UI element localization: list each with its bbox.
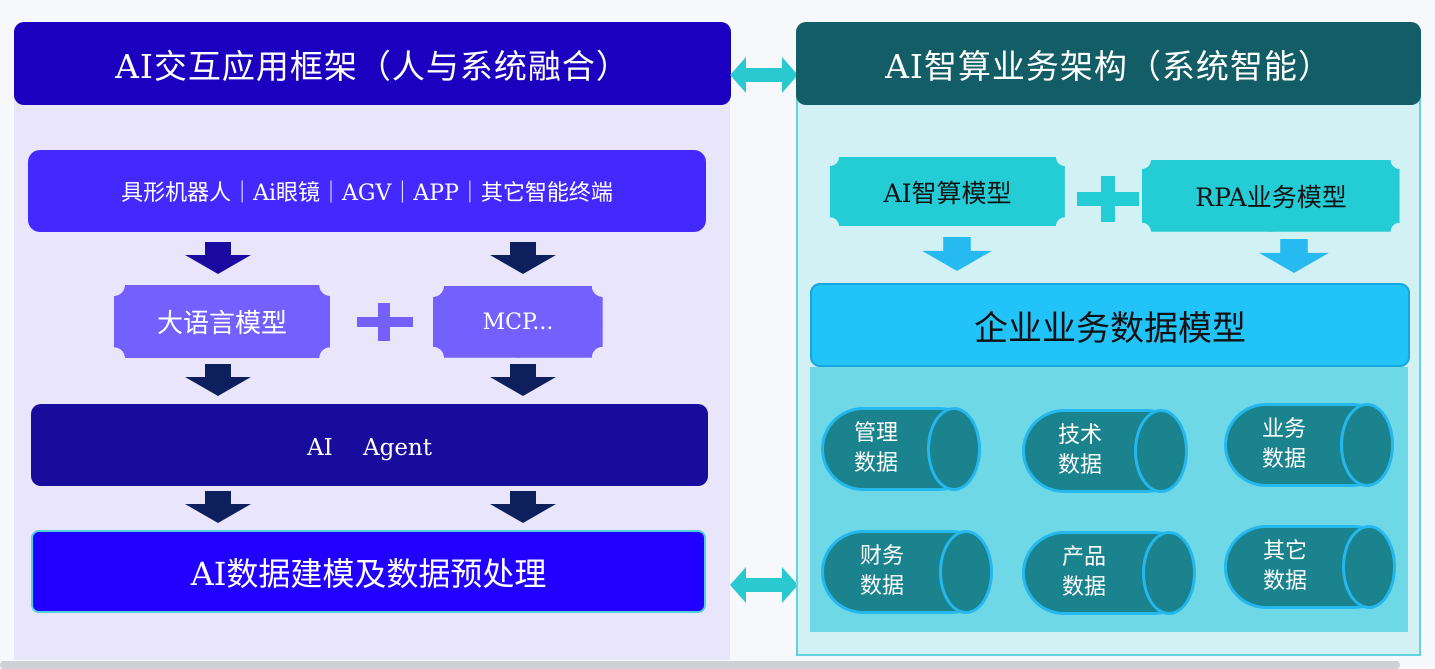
data-store-label: 业务 数据 <box>1261 417 1306 472</box>
plus-icon <box>1077 176 1139 222</box>
left-header: AI交互应用框架（人与系统融合） <box>14 22 731 105</box>
down-arrow-icon <box>490 242 556 274</box>
data-store-label: 财务 数据 <box>859 544 904 599</box>
data-store-cylinder: 技术 数据 <box>1022 409 1188 493</box>
data-store-label: 产品 数据 <box>1061 545 1106 600</box>
llm-box: 大语言模型 <box>114 285 330 358</box>
data-store-cylinder: 管理 数据 <box>821 407 981 491</box>
ai-agent-box: AI Agent <box>31 404 708 486</box>
terminals-box: 具形机器人｜Ai眼镜｜AGV｜APP｜其它智能终端 <box>28 150 706 232</box>
preprocess-box: AI数据建模及数据预处理 <box>31 530 706 613</box>
data-store-cylinder: 产品 数据 <box>1022 531 1196 615</box>
plus-icon <box>357 303 413 341</box>
data-store-cylinder: 其它 数据 <box>1224 525 1396 609</box>
data-store-label: 管理 数据 <box>853 421 898 476</box>
data-store-cylinder: 业务 数据 <box>1224 403 1394 487</box>
data-store-label: 技术 数据 <box>1057 423 1102 478</box>
data-store-cylinder: 财务 数据 <box>821 530 993 614</box>
horizontal-scrollbar[interactable] <box>0 661 1400 669</box>
down-arrow-icon <box>490 491 556 523</box>
down-arrow-icon <box>1259 239 1329 273</box>
enterprise-data-model-box: 企业业务数据模型 <box>810 283 1410 367</box>
mcp-box: MCP... <box>433 286 603 358</box>
double-arrow-icon <box>730 57 798 93</box>
down-arrow-icon <box>490 364 556 396</box>
down-arrow-icon <box>185 491 251 523</box>
ai-compute-model-box: AI智算模型 <box>830 157 1065 226</box>
data-store-label: 其它 数据 <box>1262 539 1307 594</box>
right-header: AI智算业务架构（系统智能） <box>796 22 1421 105</box>
down-arrow-icon <box>185 242 251 274</box>
rpa-model-box: RPA业务模型 <box>1142 160 1400 232</box>
down-arrow-icon <box>922 237 992 271</box>
down-arrow-icon <box>185 364 251 396</box>
double-arrow-icon <box>730 567 798 603</box>
